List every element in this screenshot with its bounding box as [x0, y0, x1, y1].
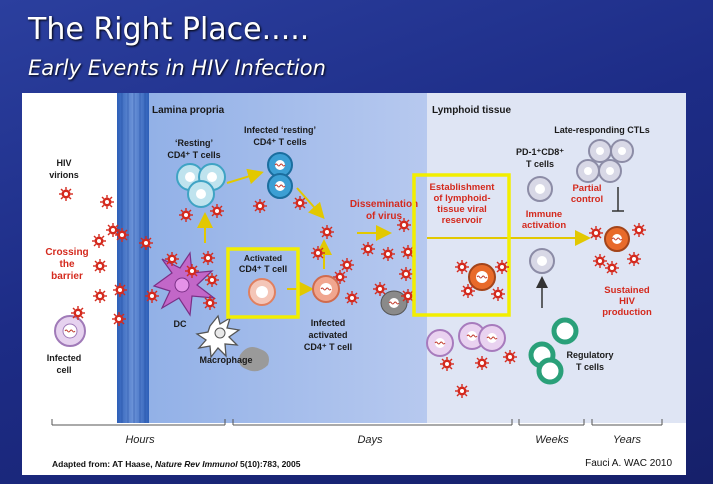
establishment-label-line4: reservoir	[442, 215, 483, 226]
infected-activated-label: Infected	[311, 318, 346, 328]
infected-activated-label-line2: activated	[308, 330, 347, 340]
macrophage	[195, 314, 269, 372]
slide-title: The Right Place.....	[28, 12, 310, 47]
sustained-label: Sustained	[604, 285, 650, 296]
pd1-cd8-cell	[527, 176, 553, 202]
partial-control-label: Partial	[572, 183, 601, 194]
immune-activation-label: Immune	[526, 209, 562, 220]
diagram-panel: Lamina propria Lymphoid tissue HIV virio…	[22, 93, 686, 475]
late-ctl-label: Late-responding CTLs	[554, 125, 650, 135]
pd1-cd8-label: PD-1⁺CD8⁺	[516, 147, 564, 157]
establishment-label-line3: tissue viral	[437, 204, 487, 215]
dying-cell	[380, 290, 408, 316]
resting-cd4-label-line2: CD4⁺ T cells	[167, 150, 220, 160]
timeline-weeks: Weeks	[535, 434, 569, 446]
infected-resting-label-line2: CD4⁺ T cells	[253, 137, 306, 147]
infected-resting-cd4-cells	[267, 152, 293, 199]
crossing-barrier-label-line2: the	[60, 259, 75, 270]
activated-cd4-highlight	[226, 247, 300, 319]
regulatory-label-line2: T cells	[576, 362, 604, 372]
activated-cd4-cell	[248, 278, 276, 306]
infected-resting-label: Infected ‘resting’	[244, 125, 316, 135]
timeline-years: Years	[613, 434, 642, 446]
dendritic-cell	[152, 251, 217, 317]
activation-cell	[529, 248, 555, 274]
sustained-label-line2: HIV	[619, 296, 636, 307]
infected-activated-label-line3: CD4⁺ T cell	[304, 342, 352, 352]
infected-cell-label: Infected	[47, 353, 82, 363]
slide-subtitle: Early Events in HIV Infection	[28, 56, 326, 80]
pd1-cd8-label-line2: T cells	[526, 159, 554, 169]
late-ctl-cells	[576, 139, 634, 183]
timeline-days: Days	[357, 434, 383, 446]
dc-label: DC	[174, 319, 187, 329]
sustained-production-cell	[604, 226, 630, 252]
hiv-virions-label: HIV	[56, 158, 71, 168]
macrophage-label: Macrophage	[199, 355, 252, 365]
hiv-virions-label-line2: virions	[49, 170, 79, 180]
reservoir-highlight	[412, 173, 511, 317]
establishment-label: Establishment	[430, 182, 496, 193]
immune-activation-label-line2: activation	[522, 220, 567, 231]
lymphoid-tissue-label: Lymphoid tissue	[432, 105, 512, 116]
credit-label: Fauci A. WAC 2010	[585, 458, 672, 469]
timeline-hours: Hours	[125, 434, 155, 446]
dissemination-label: Dissemination	[350, 199, 418, 210]
activated-cd4-label: Activated	[244, 253, 282, 263]
sustained-label-line3: production	[602, 307, 652, 318]
source-citation: Adapted from: AT Haase, Nature Rev Immun…	[52, 459, 301, 469]
lymphoid-cd4-cells	[426, 322, 506, 357]
reservoir-infected-cell	[468, 263, 496, 291]
hiv-early-events-diagram: Lamina propria Lymphoid tissue HIV virio…	[45, 93, 686, 469]
lamina-propria-label: Lamina propria	[152, 105, 225, 116]
dissemination-label-line2: of virus	[366, 211, 403, 222]
resting-cd4-label: ‘Resting’	[175, 138, 213, 148]
regulatory-label: Regulatory	[566, 350, 613, 360]
establishment-label-line2: of lymphoid-	[434, 193, 491, 204]
activated-cd4-label-line2: CD4⁺ T cell	[239, 264, 287, 274]
infected-cell-label-line2: cell	[56, 365, 71, 375]
infected-cell	[54, 315, 86, 347]
regulatory-t-cells	[528, 317, 579, 385]
crossing-barrier-label-line3: barrier	[51, 271, 83, 282]
timeline	[51, 419, 663, 426]
infected-activated-cd4-cell	[312, 275, 340, 303]
resting-cd4-cells	[176, 163, 226, 208]
crossing-barrier-label: Crossing	[45, 247, 88, 258]
partial-control-label-line2: control	[571, 194, 603, 205]
